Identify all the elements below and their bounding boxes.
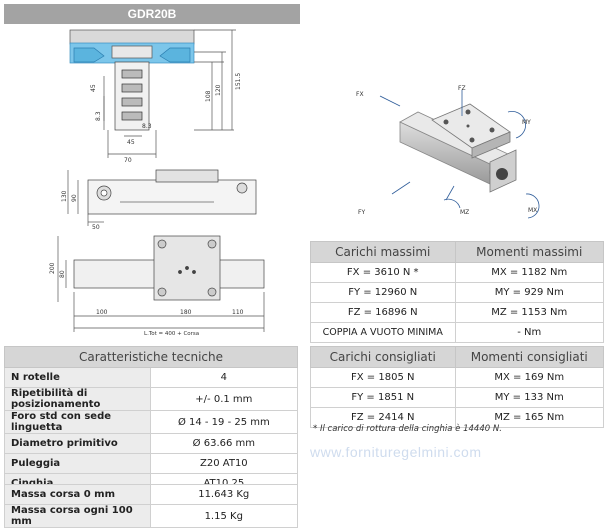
load-cell: FZ = 16896 N	[310, 302, 456, 323]
dim-80-label: 80	[59, 270, 66, 278]
spec-label: Diametro primitivo	[4, 433, 151, 454]
dim-180-label: 180	[180, 309, 192, 316]
dim-120-label: 120	[215, 84, 222, 96]
spec-value: Ø 63.66 mm	[149, 433, 299, 454]
isometric-load-diagram: FX FZ MY FY MZ MX	[340, 82, 560, 232]
ltot-label: L.Tot = 400 + Corsa	[144, 331, 199, 337]
dim-110-label: 110	[232, 309, 244, 316]
table-row: FX = 3610 N *MX = 1182 Nm	[310, 262, 604, 283]
mass-label: Massa corsa ogni 100 mm	[4, 504, 151, 528]
dim-8-3b-label: 8.3	[142, 123, 152, 130]
dim-151-5-label: 151.5	[235, 73, 242, 90]
fx-label: FX	[356, 91, 364, 98]
dim-45-label: 45	[90, 84, 97, 92]
mass-value: 11.643 Kg	[149, 484, 298, 505]
fz-label: FZ	[458, 85, 466, 92]
spec-value: +/- 0.1 mm	[149, 387, 299, 411]
torque-table: COPPIA A VUOTO MINIMA- Nm	[310, 322, 605, 343]
dim-50-label: 50	[92, 224, 100, 231]
mass-value: 1.15 Kg	[149, 504, 298, 528]
moment-cell: MY = 133 Nm	[454, 387, 604, 408]
moment-cell: MZ = 1153 Nm	[454, 302, 604, 323]
rec-loads-header: Carichi consigliati	[310, 346, 456, 368]
cross-section-drawing: 45 8.3 8.3 45 70 108 120 151.5	[4, 26, 300, 166]
max-moments-header: Momenti massimi	[454, 241, 604, 263]
spec-label: Foro std con sede linguetta	[4, 410, 151, 434]
my-label: MY	[522, 119, 531, 126]
spec-value: Z20 AT10	[149, 453, 299, 474]
product-title: GDR20B	[4, 4, 300, 24]
spec-label: Ripetibilità di posizionamento	[4, 387, 151, 411]
footnote: * Il carico di rottura della cinghia è 1…	[313, 424, 502, 434]
mz-label: MZ	[460, 209, 469, 216]
load-cell: FY = 1851 N	[310, 387, 456, 408]
fy-label: FY	[358, 209, 365, 216]
mx-label: MX	[528, 207, 537, 214]
load-cell: FX = 1805 N	[310, 367, 456, 388]
spec-value: 4	[149, 367, 299, 388]
table-row: Ripetibilità di posizionamento+/- 0.1 mm	[4, 387, 299, 411]
watermark-text: www.fornituregelmini.com	[310, 444, 482, 460]
table-row: COPPIA A VUOTO MINIMA- Nm	[310, 322, 605, 343]
load-cell: FX = 3610 N *	[310, 262, 456, 283]
moment-cell: MZ = 165 Nm	[454, 407, 604, 428]
moment-cell: MX = 169 Nm	[454, 367, 604, 388]
top-view-drawing: 200 80 100 180 110 L.Tot = 400 + Corsa	[4, 232, 300, 340]
moment-cell: MX = 1182 Nm	[454, 262, 604, 283]
mass-label: Massa corsa 0 mm	[4, 484, 151, 505]
dim-130-label: 130	[61, 190, 68, 202]
moment-cell: MY = 929 Nm	[454, 282, 604, 303]
dim-90-label: 90	[71, 194, 78, 202]
spec-label: N rotelle	[4, 367, 151, 388]
dim-108-label: 108	[205, 90, 212, 102]
spec-value: Ø 14 - 19 - 25 mm	[149, 410, 299, 434]
dim-100-label: 100	[96, 309, 108, 316]
rec-moments-header: Momenti consigliati	[454, 346, 604, 368]
dim-45b-label: 45	[127, 139, 135, 146]
tech-specs-header: Caratteristiche tecniche	[4, 346, 298, 368]
torque-value: - Nm	[454, 322, 605, 343]
side-view-drawing: 130 90 50	[4, 166, 300, 232]
load-cell: FY = 12960 N	[310, 282, 456, 303]
dim-200-label: 200	[49, 262, 56, 274]
dim-70-label: 70	[124, 157, 132, 164]
spec-label: Puleggia	[4, 453, 151, 474]
dim-8-3-label: 8.3	[95, 111, 102, 121]
max-loads-header: Carichi massimi	[310, 241, 456, 263]
torque-label: COPPIA A VUOTO MINIMA	[310, 322, 456, 343]
